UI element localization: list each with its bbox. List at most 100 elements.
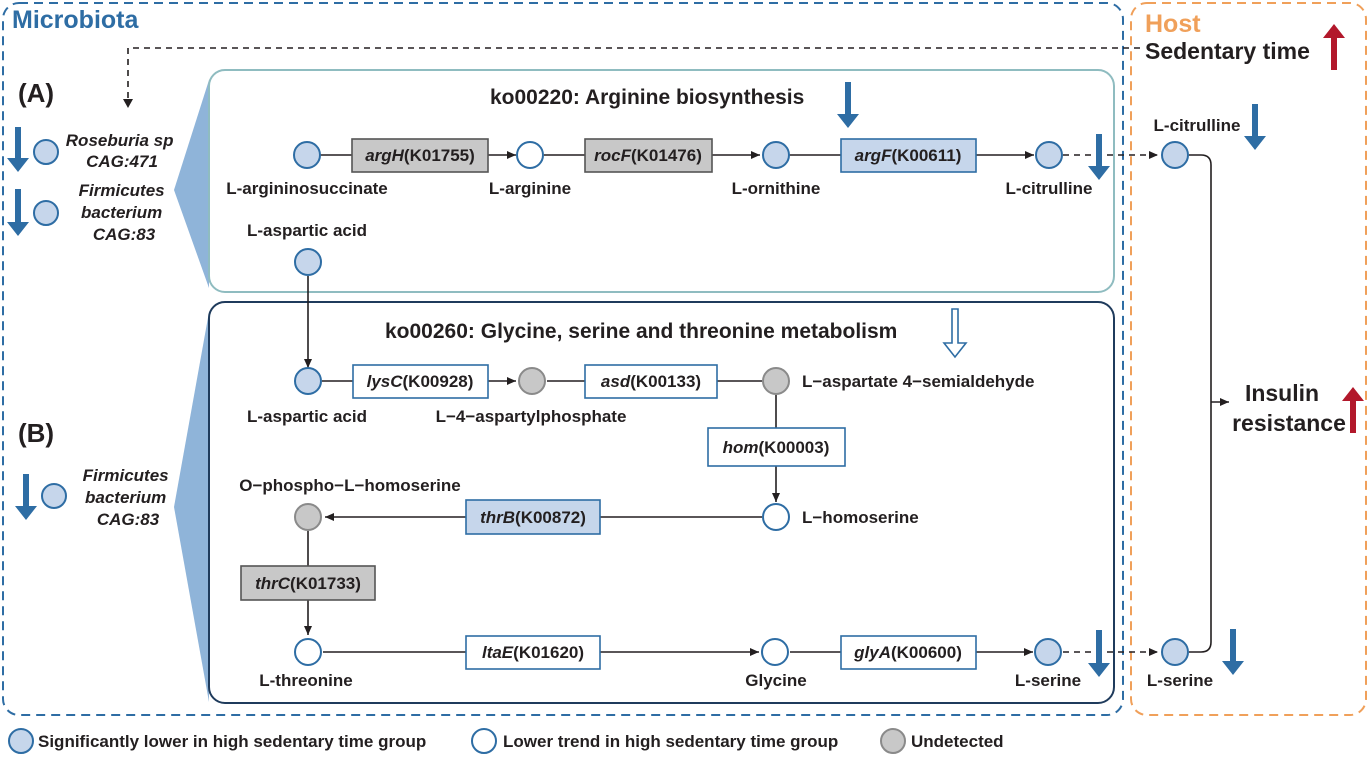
label-serine-host: L-serine <box>1147 671 1213 690</box>
gene-argH-code: (K01755) <box>404 146 475 165</box>
gene-glyA-box <box>840 635 977 670</box>
sedentary-link-arrowhead <box>123 99 133 108</box>
node-argininosuccinate <box>293 141 321 169</box>
host-region <box>1130 2 1367 716</box>
gene-lysC-name: lysC <box>367 372 404 391</box>
node-homoserine <box>762 503 790 531</box>
node-aspartylphosphate <box>518 367 546 395</box>
up-arrow-insulin <box>1342 387 1364 433</box>
panel-b-box <box>208 301 1115 704</box>
down-arrow-serine-microbe <box>1088 630 1110 677</box>
legend-trend-label: Lower trend in high sedentary time group <box>503 732 838 751</box>
legend-undetected-label: Undetected <box>911 732 1004 751</box>
trend-arrows <box>7 24 1364 677</box>
gene-argH: argH(K01755) <box>365 146 475 165</box>
species-firmicutes-b-circle <box>41 483 67 509</box>
species-roseburia: Roseburia sp CAG:471 <box>66 131 178 171</box>
species-firmicutes-a-line2: bacterium <box>81 203 162 222</box>
gene-glyA-name: glyA <box>853 643 891 662</box>
gene-asd-name: asd <box>601 372 631 391</box>
gene-ltaE-code: (K01620) <box>513 643 584 662</box>
gene-glyA-code: (K00600) <box>891 643 962 662</box>
down-arrow-citrulline-microbe <box>1088 134 1110 180</box>
label-aspartic-b: L-aspartic acid <box>247 407 367 426</box>
legend-undetected-icon <box>880 728 906 754</box>
down-arrow-firmicutes-b <box>15 474 37 520</box>
gene-rocF-code: (K01476) <box>631 146 702 165</box>
down-arrow-firmicutes-a <box>7 189 29 236</box>
gene-hom-box <box>707 427 846 467</box>
gene-thrB-code: (K00872) <box>515 508 586 527</box>
gene-glyA: glyA(K00600) <box>853 643 962 662</box>
gene-hom-code: (K00003) <box>759 438 830 457</box>
gene-lysC-code: (K00928) <box>403 372 474 391</box>
label-arginine: L-arginine <box>489 179 571 198</box>
gene-rocF: rocF(K01476) <box>594 146 702 165</box>
species-firmicutes-b-line1: Firmicutes <box>83 466 169 485</box>
label-phosphohomoserine: O−phospho−L−homoserine <box>239 476 461 495</box>
label-citrulline-microbe: L-citrulline <box>1006 179 1093 198</box>
gene-argH-box <box>351 138 489 173</box>
panel-a-box <box>208 69 1115 293</box>
gene-argF-name: argF <box>855 146 892 165</box>
gene-lysC-box <box>352 364 489 399</box>
species-firmicutes-b: Firmicutes bacterium CAG:83 <box>83 466 174 529</box>
gene-hom-name: hom <box>723 438 759 457</box>
gene-thrC-name: thrC <box>255 574 291 593</box>
label-aspartylphosphate: L−4−aspartylphosphate <box>436 407 627 426</box>
gene-lysC: lysC(K00928) <box>367 372 474 391</box>
gene-thrB-name: thrB <box>480 508 515 527</box>
host-bracket <box>1189 154 1212 653</box>
node-semialdehyde <box>762 367 790 395</box>
label-argininosuccinate: L-argininosuccinate <box>226 179 388 198</box>
node-serine-microbe <box>1034 638 1062 666</box>
gene-thrB-box <box>465 499 601 535</box>
label-homoserine: L−homoserine <box>802 508 919 527</box>
sedentary-link <box>127 47 1140 100</box>
down-arrow-serine-host <box>1222 629 1244 675</box>
insulin-label-line2: resistance <box>1232 410 1346 436</box>
legend-trend-icon <box>471 728 497 754</box>
gene-thrC-box <box>240 565 376 601</box>
gene-thrC-code: (K01733) <box>290 574 361 593</box>
node-glycine <box>761 638 789 666</box>
species-firmicutes-b-line3: CAG:83 <box>97 510 160 529</box>
gene-argF-box <box>840 138 977 173</box>
gene-asd-box <box>584 364 718 399</box>
label-semialdehyde: L−aspartate 4−semialdehyde <box>802 372 1034 391</box>
down-arrow-roseburia <box>7 127 29 172</box>
hollow-down-arrow-glycine-serine <box>942 308 968 359</box>
node-citrulline-host <box>1161 141 1189 169</box>
gene-rocF-box <box>584 138 713 173</box>
node-serine-host <box>1161 638 1189 666</box>
gene-asd: asd(K00133) <box>601 372 701 391</box>
host-heading: Host <box>1145 10 1201 38</box>
sedentary-time-label: Sedentary time <box>1145 38 1310 64</box>
gene-argF: argF(K00611) <box>855 146 962 165</box>
label-aspartic-a: L-aspartic acid <box>247 221 367 240</box>
species-firmicutes-a-line1: Firmicutes <box>79 181 165 200</box>
node-phosphohomoserine <box>294 503 322 531</box>
species-firmicutes-a: Firmicutes bacterium CAG:83 <box>79 181 170 244</box>
gene-ltaE-box <box>465 635 601 670</box>
label-citrulline-host: L-citrulline <box>1154 116 1241 135</box>
species-roseburia-line1: Roseburia sp <box>66 131 174 150</box>
gene-ltaE: ltaE(K01620) <box>482 643 584 662</box>
node-citrulline-microbe <box>1035 141 1063 169</box>
species-firmicutes-a-line3: CAG:83 <box>93 225 156 244</box>
node-arginine <box>516 141 544 169</box>
label-glycine: Glycine <box>745 671 806 690</box>
node-threonine <box>294 638 322 666</box>
panel-b-label: (B) <box>18 418 54 448</box>
panel-a-label: (A) <box>18 78 54 108</box>
legend-significant-label: Significantly lower in high sedentary ti… <box>38 732 426 751</box>
down-arrow-citrulline-host <box>1244 104 1266 150</box>
up-arrow-sedentary <box>1323 24 1345 70</box>
gene-ltaE-name: ltaE <box>482 643 514 662</box>
microbiota-heading: Microbiota <box>12 6 139 34</box>
gene-argF-code: (K00611) <box>891 146 961 165</box>
species-roseburia-circle <box>33 139 59 165</box>
insulin-label-line1: Insulin <box>1245 380 1319 406</box>
